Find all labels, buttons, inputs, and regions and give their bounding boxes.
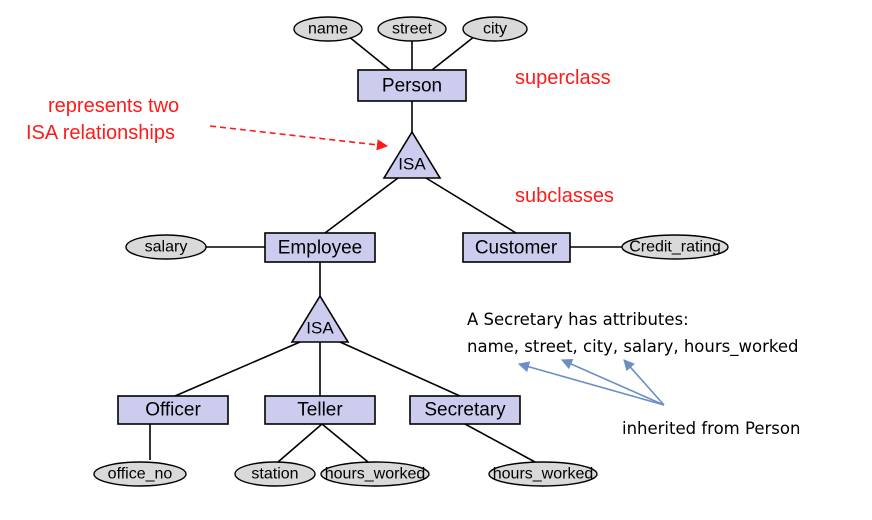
isa-triangle-bottom: ISA [290,294,350,343]
superclass-label: superclass [515,67,611,89]
svg-text:ISA: ISA [306,319,334,338]
svg-text:city: city [483,21,507,38]
svg-text:hours_worked: hours_worked [493,466,594,483]
line-secretary-hoursworked [464,423,536,463]
entity-secretary: Secretary [409,395,521,425]
line-city-person [431,35,476,71]
line-isa-employee [324,177,399,234]
svg-text:name: name [308,21,348,38]
entity-employee: Employee [264,232,376,263]
represents-label-line1: represents two [48,95,179,117]
connector-lines [149,35,622,463]
attribute-office-no: office_no [93,461,187,487]
svg-text:office_no: office_no [108,466,173,483]
attribute-street: street [377,16,447,42]
line-isa-secretary [339,341,461,397]
svg-text:salary: salary [145,239,188,256]
subclasses-label: subclasses [515,185,614,207]
svg-text:Secretary: Secretary [424,400,506,421]
note-line1: A Secretary has attributes: [467,310,689,329]
svg-text:street: street [392,21,433,38]
dashed-arrow [209,125,389,151]
entity-customer: Customer [462,232,571,263]
svg-text:Teller: Teller [297,400,343,421]
svg-text:Person: Person [382,76,442,97]
svg-text:station: station [251,466,298,483]
inheritance-arrows [517,358,665,406]
attribute-teller-hours-worked: hours_worked [320,461,430,487]
svg-text:Officer: Officer [145,400,201,421]
arrow-to-name [517,361,665,406]
line-isa-officer [174,341,301,397]
attribute-name: name [293,16,363,42]
svg-text:Employee: Employee [278,238,363,259]
attribute-credit-rating: Credit_rating [621,234,729,260]
represents-label-line2: ISA relationships [26,122,175,144]
arrow-to-city [623,359,665,406]
line-teller-station [277,423,323,463]
line-name-person [347,35,391,71]
attribute-secretary-hours-worked: hours_worked [488,461,598,487]
inherited-label: inherited from Person [622,419,800,438]
isa-triangle-top: ISA [382,130,442,179]
entity-teller: Teller [264,395,376,425]
arrow-to-street [560,358,665,406]
line-isa-customer [425,177,517,234]
attribute-city: city [462,16,528,42]
entity-officer: Officer [117,395,229,425]
attribute-station: station [234,461,316,487]
note-line2: name, street, city, salary, hours_worked [467,337,798,357]
line-teller-hoursworked [321,423,369,463]
attribute-salary: salary [125,234,207,260]
svg-text:Credit_rating: Credit_rating [629,239,721,256]
svg-text:hours_worked: hours_worked [325,466,426,483]
entity-person: Person [357,69,467,102]
svg-text:ISA: ISA [398,155,426,174]
svg-text:Customer: Customer [475,238,558,259]
